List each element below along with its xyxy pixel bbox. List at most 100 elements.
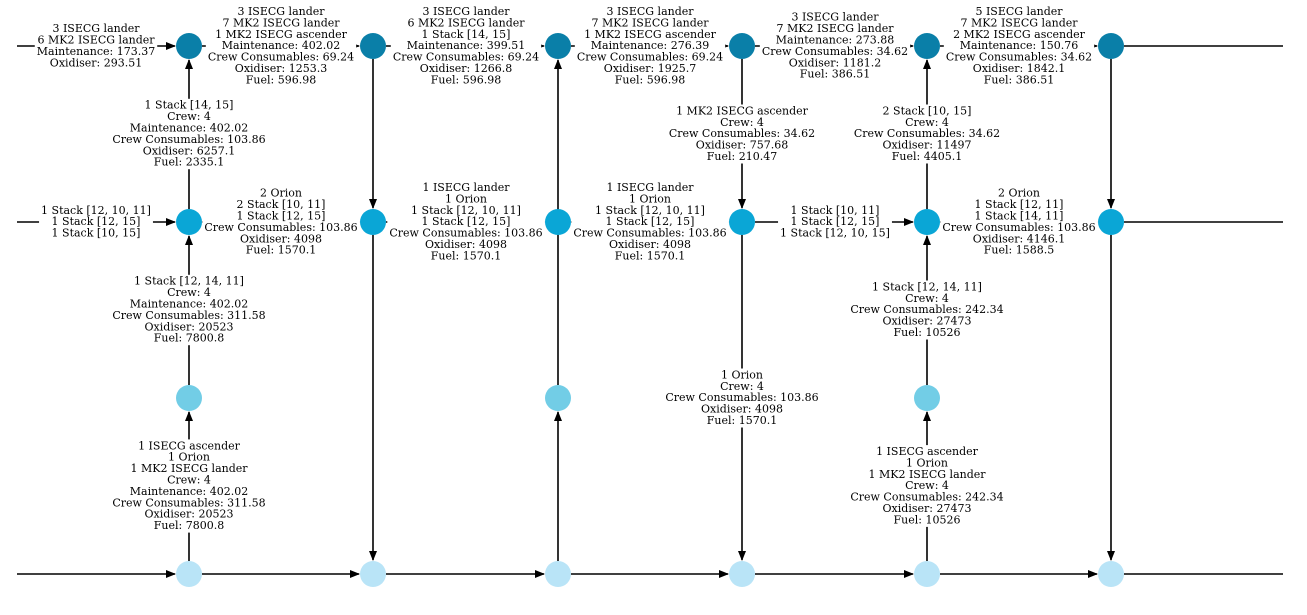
edge-label-line: 1 Stack [12, 10, 15] xyxy=(780,227,890,240)
edge-label-line: 1 Stack [10, 11] xyxy=(791,204,880,217)
edge-label-line: 2 Orion xyxy=(998,187,1040,200)
edge-label-line: 1 Stack [12, 10, 11] xyxy=(411,204,521,217)
edge-label-line: 1 Stack [12, 11] xyxy=(975,198,1064,211)
label-background xyxy=(39,203,153,241)
edge-label-line: Crew Consumables: 103.86 xyxy=(942,221,1095,234)
edge-label-line: Fuel: 210.47 xyxy=(707,150,777,163)
node-low-l5 xyxy=(914,385,940,411)
edge-label-line: Oxidiser: 1925.7 xyxy=(604,62,696,75)
label-background xyxy=(390,5,542,87)
label-background xyxy=(205,5,357,87)
edge-label-line: 5 ISECG lander xyxy=(975,5,1063,18)
edge-label-line: Fuel: 1570.1 xyxy=(615,249,685,262)
edge-label-line: Crew: 4 xyxy=(167,473,211,486)
node-top-t5 xyxy=(914,33,940,59)
edge-label-line: Crew: 4 xyxy=(720,116,764,129)
edge-label-line: Crew Consumables: 242.34 xyxy=(850,303,1003,316)
edge-label-line: Crew Consumables: 311.58 xyxy=(112,309,265,322)
edge-label-line: 1 Stack [12, 15] xyxy=(422,215,511,228)
edge-label-line: Oxidiser: 20523 xyxy=(145,508,234,521)
edge-label-line: Crew Consumables: 69.24 xyxy=(393,51,539,64)
edge-label-line: Oxidiser: 4098 xyxy=(240,232,322,245)
edge-label-line: Crew Consumables: 311.58 xyxy=(112,496,265,509)
edge-label-line: Crew: 4 xyxy=(167,110,211,123)
edge-label-line: Oxidiser: 757.68 xyxy=(696,139,788,152)
edge-label-line: 1 ISECG lander xyxy=(422,181,510,194)
edge-label-line: Maintenance: 273.88 xyxy=(776,33,894,46)
node-low-l1 xyxy=(176,385,202,411)
edge-label-line: 6 MK2 ISECG lander xyxy=(37,33,155,46)
edge-label-line: Fuel: 596.98 xyxy=(615,73,685,86)
node-bottom-b2 xyxy=(360,561,386,587)
edge-label-line: Fuel: 1570.1 xyxy=(707,414,777,427)
edge-label-line: 3 ISECG lander xyxy=(606,5,694,18)
edge-label-m4-m5: 1 Stack [10, 11]1 Stack [12, 15]1 Stack … xyxy=(778,203,892,241)
edge-label-line: Maintenance: 173.37 xyxy=(37,45,155,58)
label-background xyxy=(851,104,1003,164)
label-background xyxy=(387,181,545,263)
edge-label-line: Crew: 4 xyxy=(905,479,949,492)
edge-label-line: 6 MK2 ISECG lander xyxy=(407,16,525,29)
edge-label-line: 1 Stack [12, 15] xyxy=(606,215,695,228)
node-bottom-b4 xyxy=(729,561,755,587)
edge-label-line: Crew Consumables: 242.34 xyxy=(850,491,1003,504)
edge-label-line: 7 MK2 ISECG lander xyxy=(222,16,340,29)
edge-label-line: Maintenance: 276.39 xyxy=(591,39,709,52)
edge-label-line: Fuel: 1588.5 xyxy=(984,244,1054,257)
label-background xyxy=(666,104,818,164)
edge-label-line: Crew Consumables: 69.24 xyxy=(577,51,723,64)
edge-label-line: Crew Consumables: 103.86 xyxy=(204,221,357,234)
edge-label-line: Oxidiser: 20523 xyxy=(145,320,234,333)
edge-label-line: 1 Orion xyxy=(721,368,763,381)
edge-label-line: Fuel: 1570.1 xyxy=(246,244,316,257)
edge-label-line: Oxidiser: 1253.3 xyxy=(235,62,327,75)
label-background xyxy=(940,186,1098,258)
node-top-t1 xyxy=(176,33,202,59)
edge-label-line: Oxidiser: 4146.1 xyxy=(973,232,1065,245)
label-background xyxy=(34,22,158,70)
edge-label-line: 1 Orion xyxy=(906,456,948,469)
edge-label-line: Fuel: 596.98 xyxy=(246,73,316,86)
label-background xyxy=(110,439,268,533)
edge-label-line: Oxidiser: 6257.1 xyxy=(143,144,235,157)
label-background xyxy=(759,10,911,82)
edge-label-line: Oxidiser: 293.51 xyxy=(50,56,142,69)
edge-label-line: 3 ISECG lander xyxy=(791,11,879,24)
edge-label-line: Crew Consumables: 69.24 xyxy=(208,51,354,64)
edge-label-line: Oxidiser: 27473 xyxy=(883,315,972,328)
edge-label-l1-m1: 1 Stack [12, 14, 11]Crew: 4Maintenance: … xyxy=(110,275,268,346)
edge-label-line: 1 Stack [12, 14, 11] xyxy=(872,280,982,293)
edge-label-line: 1 Stack [12, 10, 11] xyxy=(595,204,705,217)
edge-label-line: Crew Consumables: 34.62 xyxy=(946,51,1092,64)
edge-label-line: Fuel: 7800.8 xyxy=(154,519,224,532)
edge-label-line: Maintenance: 402.02 xyxy=(130,121,248,134)
edge-label-line: 1 MK2 ISECG ascender xyxy=(584,28,717,41)
edge-label-line: 1 Stack [12, 14, 11] xyxy=(134,275,244,288)
edge-label-line: 3 ISECG lander xyxy=(237,5,325,18)
edge-label-line: 1 Stack [12, 15] xyxy=(791,215,880,228)
edge-label-line: Crew Consumables: 34.62 xyxy=(669,127,815,140)
edge-label-line: 1 Stack [14, 15] xyxy=(422,28,511,41)
node-bottom-b5 xyxy=(914,561,940,587)
edge-label-line: Crew Consumables: 34.62 xyxy=(762,45,908,58)
node-mid-m4 xyxy=(729,209,755,235)
edge-label-line: Oxidiser: 4098 xyxy=(609,238,691,251)
edge-label-line: 1 MK2 ISECG lander xyxy=(130,462,248,475)
edge-label-line: Fuel: 10526 xyxy=(894,326,961,339)
edge-label-line: Maintenance: 402.02 xyxy=(130,297,248,310)
label-background xyxy=(778,203,892,241)
label-background xyxy=(110,98,268,170)
node-mid-m3 xyxy=(545,209,571,235)
